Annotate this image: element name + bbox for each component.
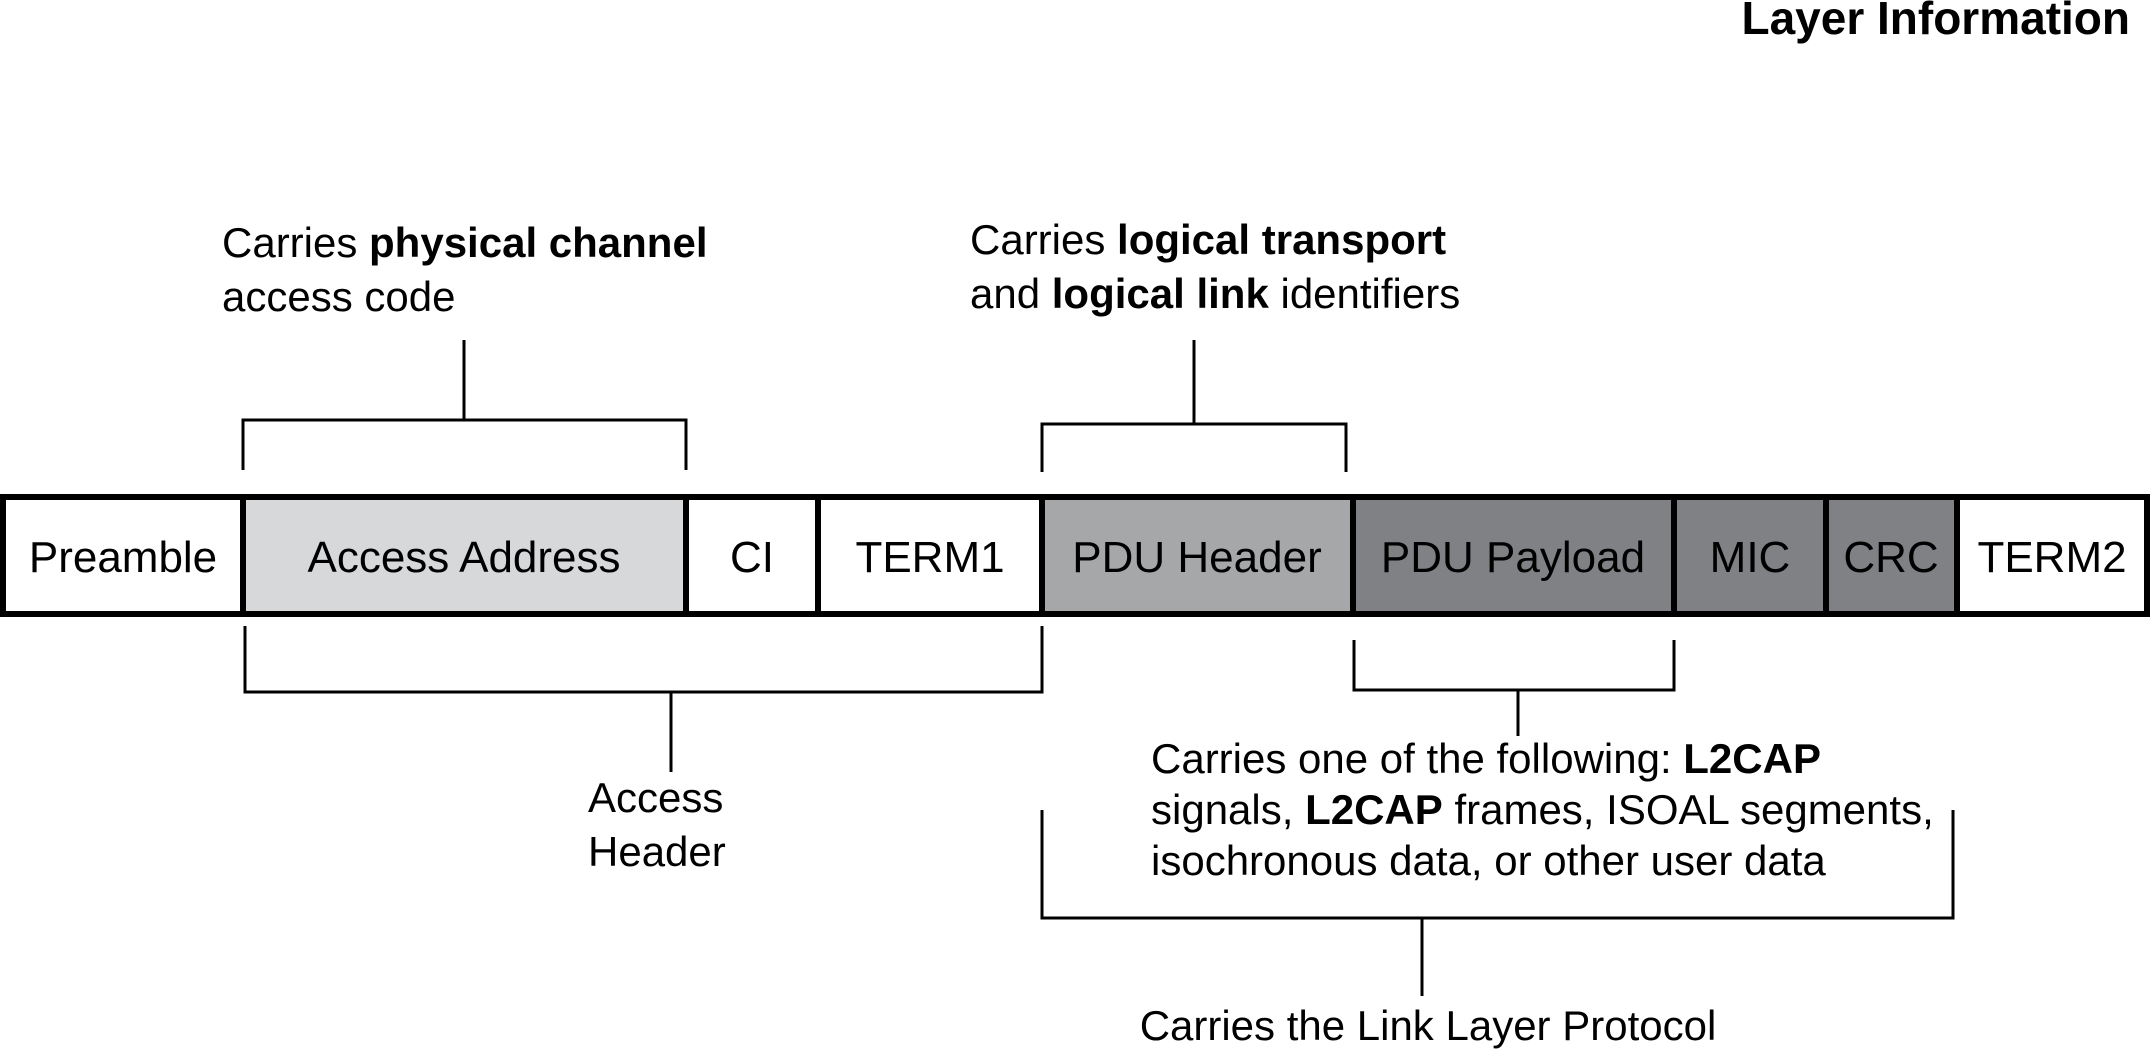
note-link-layer-text: Carries the Link Layer Protocol — [1140, 1002, 1717, 1049]
note-logical-transport-bold: logical link — [1052, 270, 1270, 317]
svg-text:signals, L2CAP frames, ISOAL s: signals, L2CAP frames, ISOAL segments, — [1151, 786, 1934, 833]
svg-text:Carries logical transport: Carries logical transport — [970, 216, 1446, 263]
note-payload-contents: Carries one of the following: L2CAP sign… — [1151, 735, 1934, 884]
field-ci-box — [686, 497, 818, 614]
bracket-pdu-payload — [1352, 640, 1676, 736]
heading: Layer Information — [1741, 0, 2130, 44]
note-logical-transport-text: identifiers — [1269, 270, 1460, 317]
field-pdu-header-label: PDU Header — [1072, 533, 1321, 582]
field-crc-box — [1826, 497, 1957, 614]
svg-text:access code: access code — [222, 273, 455, 320]
note-payload-text: isochronous data, or other user data — [1151, 837, 1826, 884]
field-term1-box — [818, 497, 1042, 614]
note-logical-transport-bold: logical transport — [1117, 216, 1446, 263]
bracket-access-address — [241, 340, 688, 470]
note-link-layer: Carries the Link Layer Protocol — [1140, 1002, 1717, 1049]
bracket-link-layer — [1040, 810, 1955, 996]
note-access-header-line2: Header — [588, 828, 726, 875]
note-physical-channel-text: access code — [222, 273, 455, 320]
note-logical-transport: Carries logical transport and logical li… — [970, 216, 1460, 317]
note-payload-text: frames, ISOAL segments, — [1443, 786, 1934, 833]
svg-text:Carries one of the following:: Carries one of the following: L2CAP — [1151, 735, 1821, 782]
svg-text:Carries physical channel: Carries physical channel — [222, 219, 708, 266]
packet-fields: Preamble Access Address CI TERM1 PDU Hea… — [0, 494, 2150, 617]
note-payload-text: Carries one of the following: — [1151, 735, 1683, 782]
field-term2-label: TERM2 — [1977, 533, 2126, 582]
field-crc-label: CRC — [1843, 533, 1938, 582]
field-term2-box — [1957, 497, 2147, 614]
note-payload-bold: L2CAP — [1305, 786, 1443, 833]
note-logical-transport-text: and — [970, 270, 1052, 317]
field-pdu-payload-box — [1353, 497, 1674, 614]
svg-text:isochronous data, or other use: isochronous data, or other user data — [1151, 837, 1826, 884]
field-access-address-box — [243, 497, 686, 614]
note-payload-bold: L2CAP — [1683, 735, 1821, 782]
bracket-access-header — [243, 626, 1044, 772]
field-mic-label: MIC — [1710, 533, 1791, 582]
note-physical-channel: Carries physical channel access code — [222, 219, 708, 320]
field-pdu-header-box — [1042, 497, 1353, 614]
note-physical-channel-bold: physical channel — [369, 219, 707, 266]
field-ci-label: CI — [730, 533, 774, 582]
field-mic-box — [1674, 497, 1826, 614]
field-access-address-label: Access Address — [307, 533, 620, 582]
bracket-pdu-header — [1040, 340, 1348, 472]
note-payload-text: signals, — [1151, 786, 1305, 833]
field-preamble-label: Preamble — [29, 533, 217, 582]
note-logical-transport-text: Carries — [970, 216, 1117, 263]
note-access-header-line1: Access — [588, 774, 723, 821]
field-pdu-payload-label: PDU Payload — [1381, 533, 1645, 582]
note-physical-channel-text: Carries — [222, 219, 369, 266]
field-term1-label: TERM1 — [855, 533, 1004, 582]
note-access-header: Access Header — [588, 774, 726, 875]
svg-text:and logical link identifiers: and logical link identifiers — [970, 270, 1460, 317]
field-dividers — [240, 497, 1960, 614]
packet-frame — [0, 494, 2150, 617]
field-preamble-box — [3, 497, 243, 614]
